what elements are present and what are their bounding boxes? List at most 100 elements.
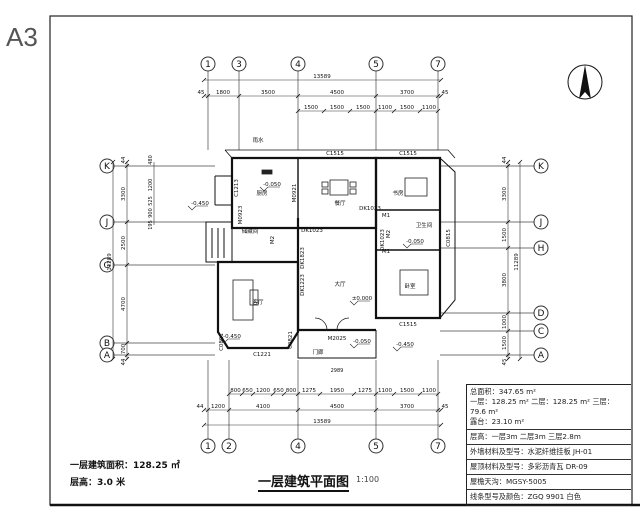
- opening-label: C1515: [326, 151, 344, 157]
- axis-label: H: [538, 244, 545, 254]
- dimension-tick: [226, 407, 232, 413]
- opening-label: DK1023: [359, 206, 381, 212]
- area-floors: 一层：128.25 m² 二层：128.25 m² 三层：79.6 m²: [470, 397, 614, 416]
- dimension-value: 4100: [256, 404, 270, 410]
- dimension-value: 1800: [216, 90, 230, 96]
- dimension-value: 3700: [400, 90, 414, 96]
- dimension-tick: [124, 352, 130, 358]
- room-porch: 门廊: [312, 348, 324, 356]
- desk-icon: [404, 177, 428, 197]
- dimension-value: 1100: [378, 105, 392, 111]
- coffee-table-icon: [249, 289, 259, 306]
- axis-label: G: [104, 261, 111, 271]
- dimension-tick: [270, 391, 276, 397]
- dimension-value: 3500: [261, 90, 275, 96]
- axis-label: A: [538, 351, 545, 361]
- opening-label: DK1223: [300, 274, 306, 296]
- north-arrow-icon: [567, 64, 603, 100]
- axis-label: 5: [373, 442, 379, 452]
- dimension-tick: [505, 219, 511, 225]
- axis-label: K: [104, 162, 111, 172]
- dimension-tick: [391, 391, 397, 397]
- axis-label: 4: [295, 442, 301, 452]
- opening-label: C0815: [446, 229, 452, 247]
- dimension-value: 650: [273, 388, 284, 394]
- dimension-value: 3800: [502, 273, 508, 287]
- level-value: -0.450: [396, 342, 414, 348]
- bed-icon: [399, 269, 429, 296]
- opening-label: M2: [386, 230, 392, 238]
- walls: [205, 149, 456, 359]
- axis-bubble: [99, 158, 115, 174]
- room-hall: 大厅: [334, 280, 346, 288]
- axis-label: K: [538, 162, 545, 172]
- axis-label: D: [538, 309, 545, 319]
- axis-bubble: [231, 56, 247, 72]
- dimension-value: 4500: [330, 404, 344, 410]
- dimension-tick: [373, 93, 379, 99]
- dimension-tick: [505, 163, 511, 169]
- dimension-tick: [505, 352, 511, 358]
- dimension-value: 1000: [502, 315, 508, 329]
- dining-chair-icon: [349, 188, 357, 195]
- opening-label: C0821: [288, 331, 294, 349]
- drawing-scale: 1:100: [356, 475, 380, 484]
- level-value: -0.050: [353, 339, 371, 345]
- axis-bubble: [368, 56, 384, 72]
- dimension-value: 1200: [256, 388, 270, 394]
- level-value: -0.050: [406, 239, 424, 245]
- dimension-value: 1500: [330, 105, 344, 111]
- dimension-tick: [295, 391, 301, 397]
- dimension-tick: [505, 328, 511, 334]
- axis-bubble: [290, 56, 306, 72]
- axis-bubble: [290, 438, 306, 454]
- level-marker-icon: [402, 243, 423, 249]
- dimension-tick: [110, 356, 116, 362]
- dimension-value: 650: [242, 388, 253, 394]
- roof-eave-top: [224, 149, 456, 159]
- main-door-swing-icon: [314, 317, 350, 331]
- dimension-value: 4500: [330, 90, 344, 96]
- dimension-tick: [205, 93, 211, 99]
- title-block: 总面积：347.65 m² 一层：128.25 m² 二层：128.25 m² …: [466, 384, 631, 506]
- dimension-value: 3700: [400, 404, 414, 410]
- dining-chair-icon: [349, 181, 357, 188]
- bath-partition: [376, 209, 440, 251]
- dimension-value: 1100: [378, 388, 392, 394]
- dimension-value: 1100: [422, 388, 436, 394]
- dimension-tick: [317, 391, 323, 397]
- dimension-tick: [373, 108, 379, 114]
- floor-summary: 一层建筑面积：128.25 ㎡ 层高：3.0 米: [70, 458, 180, 492]
- floor-area-text: 一层建筑面积：128.25 ㎡: [70, 461, 180, 471]
- opening-label: C1515: [399, 322, 417, 328]
- dimension-value: 900: [148, 208, 154, 218]
- opening-label: DK1023: [301, 228, 323, 234]
- axis-bubble: [533, 347, 549, 363]
- dimension-value: 1100: [422, 105, 436, 111]
- floor-heights: 层高：一层3m 二层3m 三层2.8m: [467, 430, 631, 445]
- opening-label: M2: [270, 236, 276, 244]
- dimension-tick: [438, 407, 444, 413]
- dimension-value: 800: [230, 388, 241, 394]
- dimension-total: 11289: [514, 253, 520, 271]
- stove-icon: [261, 169, 273, 175]
- dimension-value: 3300: [502, 187, 508, 201]
- roof-material: 屋顶材料及型号：多彩沥青瓦 DR-09: [467, 460, 631, 475]
- level-marker-icon: [392, 346, 413, 352]
- dimension-value: 1200: [211, 404, 225, 410]
- opening-label: M1: [382, 213, 390, 219]
- level-marker-icon: [187, 205, 208, 211]
- level-value: ±0.000: [352, 296, 373, 302]
- dimension-value: 700: [121, 343, 127, 354]
- axis-bubble: [533, 323, 549, 339]
- dimension-value: 1275: [302, 388, 316, 394]
- opening-label: M1: [382, 249, 390, 255]
- axis-label: 7: [435, 442, 441, 452]
- wall-kitchen-dining: [230, 156, 378, 230]
- dimension-tick: [417, 108, 423, 114]
- dimension-tick: [295, 93, 301, 99]
- dining-chair-icon: [321, 188, 329, 195]
- axis-bubble: [368, 438, 384, 454]
